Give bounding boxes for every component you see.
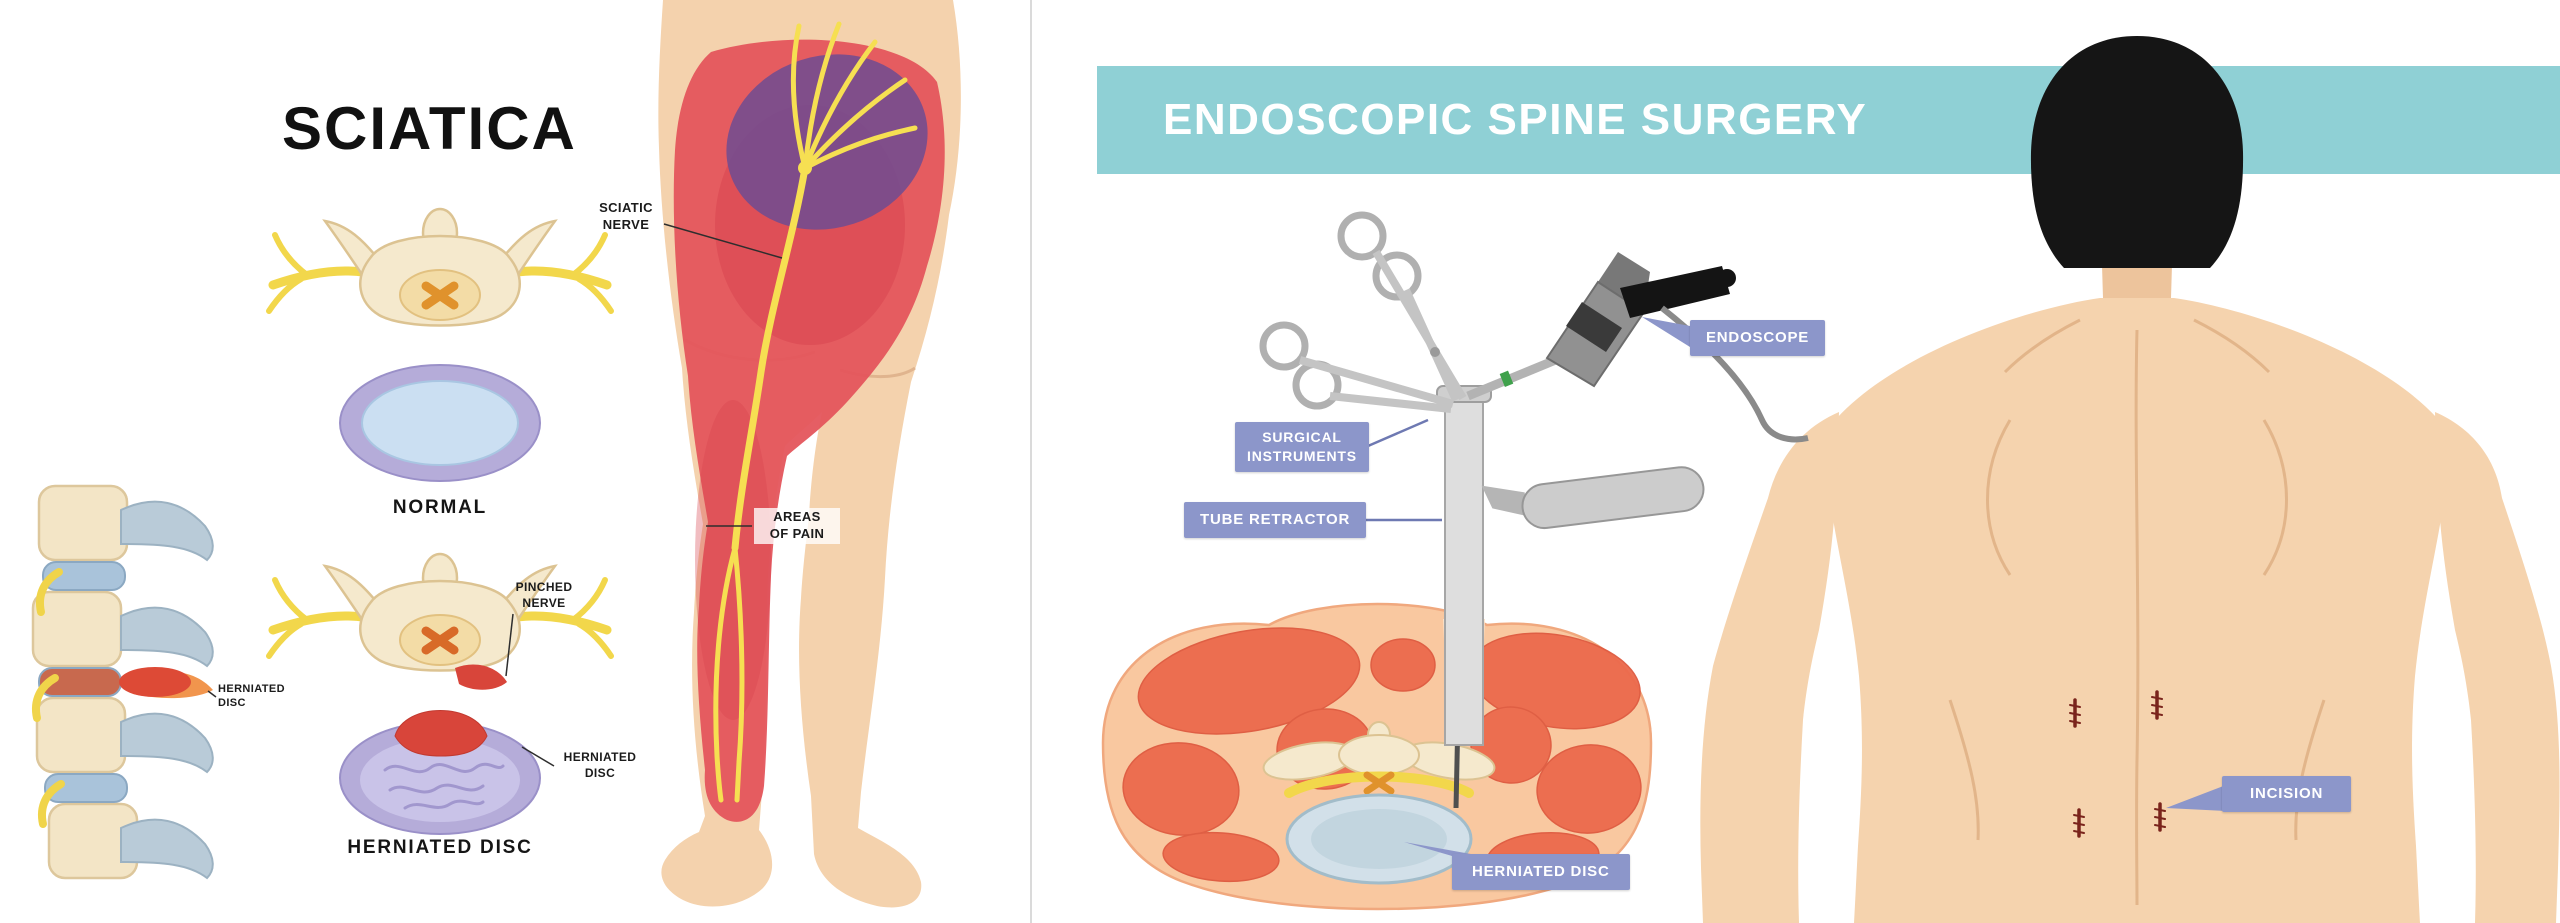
vertebra-bone [322,552,558,672]
herniation-bulge [394,710,488,757]
vertebra-in-section [1262,721,1496,781]
disc-bulge-blue [403,723,481,740]
sciatic-nerve-path [713,21,918,803]
nerve-roots [32,568,65,828]
scope-band-green [1499,370,1514,387]
herniated-disc-section [1285,793,1473,885]
pinched-nerve-label: PINCHED NERVE [515,580,573,610]
disc-nucleus [360,738,520,822]
scope-shaft [1466,347,1577,401]
back-creases [1948,318,2326,906]
disc-outer [339,364,541,482]
banner-title: ENDOSCOPIC SPINE SURGERY [1163,95,1868,144]
tube-collar [1436,385,1492,403]
sciatica-title: SCIATICA [282,95,577,162]
disc-texture [383,762,505,810]
incision-marks [2069,690,2166,838]
panel-divider [1030,0,1032,923]
left-arm [1700,412,1839,923]
gluteal-fold-2 [839,366,916,379]
spinous-processes [120,500,214,880]
spinal-canal [399,269,481,321]
pain-area-calf [695,400,771,720]
spinal-nerves [266,232,614,314]
herniation-glow [133,670,213,699]
pinched-cord [421,626,459,655]
tube-retractor-badge: TUBE RETRACTOR [1184,502,1367,539]
spinal-cord [421,281,459,310]
tube-retractor-tube [1444,394,1484,746]
herniated-disc-spine-label: HERNIATED DISC [218,683,285,710]
surgical-instruments-badge: SURGICAL INSTRUMENTS [1235,422,1369,472]
discs [38,561,128,803]
normal-vertebra-illustration [266,207,614,482]
right-arm [2435,412,2560,923]
disc-nucleus [361,380,519,466]
banner: ENDOSCOPIC SPINE SURGERY [1097,66,2560,174]
sciatic-nerve-label: SCIATIC NERVE [599,200,653,232]
cord-x [1363,771,1395,795]
pain-area-red [673,39,945,822]
disc-core-section [1311,809,1447,869]
handpiece-tool [1481,466,1705,530]
neck-shadow [2101,240,2173,262]
pain-area-deep [715,105,905,345]
neck [2101,232,2173,317]
scissors-lower [1259,321,1455,413]
access-channel [1443,619,1485,745]
herniated-disc-caption: HERNIATED DISC [347,837,533,858]
torso [1827,298,2447,923]
incision-badge: INCISION [2222,776,2352,813]
herniated-disc-detail-label: HERNIATED DISC [563,750,637,780]
leg-illustration [658,0,961,908]
gluteal-fold [684,338,816,362]
inner-instrument [1453,389,1468,809]
badge-wedges [1404,317,2226,858]
scissors-upper [1337,211,1467,402]
vertebral-bodies [31,484,139,880]
spinal-canal [399,614,481,666]
herniated-disc-badge: HERNIATED DISC [1452,854,1630,891]
nerve-node [798,161,812,175]
herniated-disc-blob [119,667,191,697]
nerve-ring [1284,771,1474,798]
endoscope-badge: ENDOSCOPE [1690,320,1826,357]
muscle-blobs [1122,627,1642,883]
leg-silhouette [658,0,961,908]
pinched-nerve-area [455,664,507,690]
vertebra-bone [322,207,558,327]
areas-of-pain-label: AREAS OF PAIN [754,508,840,544]
buttock-purple-area [726,54,928,230]
normal-caption: NORMAL [392,497,488,518]
disc-outer [339,721,541,835]
